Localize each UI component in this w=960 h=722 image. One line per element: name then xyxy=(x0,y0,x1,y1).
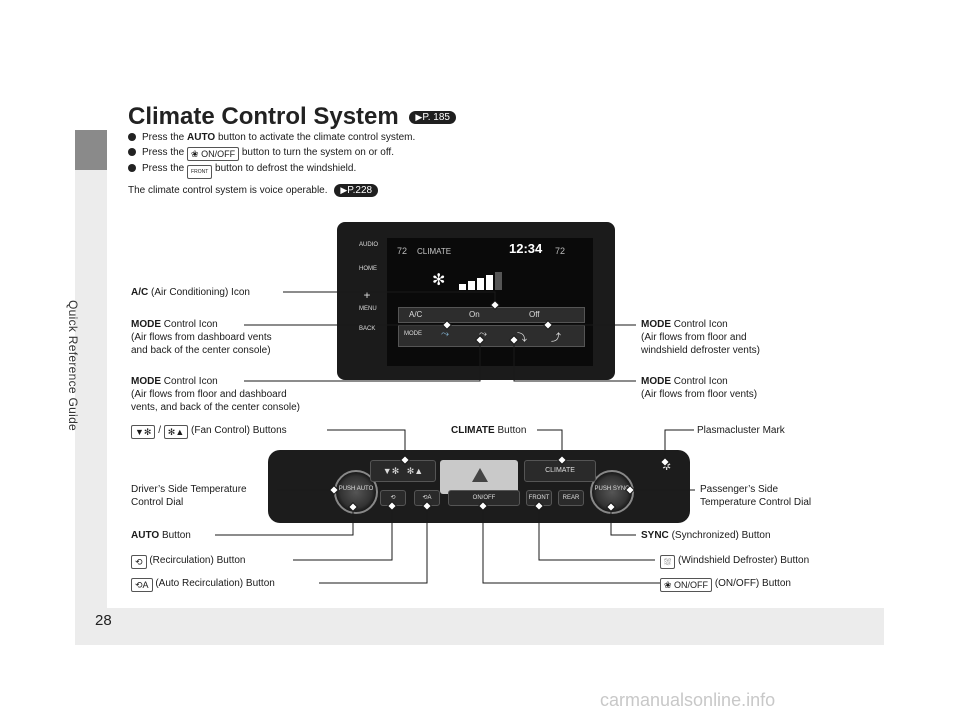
menu-nav-icon: MENU xyxy=(359,306,377,312)
ac-off-button[interactable]: Off xyxy=(529,310,540,319)
hazard-button[interactable] xyxy=(440,460,518,494)
bullet-text: Press the xyxy=(142,147,185,158)
list-item: Press the AUTO button to activate the cl… xyxy=(128,130,415,145)
climate-touchscreen: AUDIO HOME + MENU BACK 72 CLIMATE 12:34 … xyxy=(337,222,615,380)
mode-dash-label: MODE Control Icon(Air flows from dashboa… xyxy=(131,319,272,356)
bullet-icon xyxy=(128,133,136,141)
home-nav-icon: HOME xyxy=(359,266,377,272)
bullet-icon xyxy=(128,148,136,156)
temp-right: 72 xyxy=(555,246,566,256)
page-ref-label: P. 185 xyxy=(422,112,450,124)
onoff-icon: ❀ ON/OFF xyxy=(660,578,713,592)
climate-button-label: CLIMATE Button xyxy=(451,425,527,436)
ac-label: A/C xyxy=(409,310,423,319)
voice-note-text: The climate control system is voice oper… xyxy=(128,185,328,197)
plasmacluster-label: Plasmacluster Mark xyxy=(697,425,785,436)
screen-title: CLIMATE xyxy=(417,247,452,256)
bullet-text: Press the xyxy=(142,163,185,174)
onoff-key-icon: ❀ ON/OFF xyxy=(187,147,240,161)
fan-level-bar xyxy=(495,272,502,290)
instructions-list: Press the AUTO button to activate the cl… xyxy=(128,130,415,179)
front-defrost-key-icon: FRONT xyxy=(187,165,213,179)
fan-level-bar xyxy=(477,278,484,290)
plasmacluster-icon: ✲ xyxy=(662,461,672,473)
sync-button-label: SYNC (Synchronized) Button xyxy=(641,530,771,541)
rear-defroster-button[interactable]: REAR xyxy=(558,490,584,506)
bullet-text: button to activate the climate control s… xyxy=(217,132,416,143)
ac-on-button[interactable]: On xyxy=(469,310,480,319)
mode-floor-label: MODE Control Icon(Air flows from floor v… xyxy=(641,376,758,400)
clock: 12:34 xyxy=(509,241,543,256)
bullet-text: button to defrost the windshield. xyxy=(215,163,357,174)
mode-dash-icon[interactable]: ⤳ xyxy=(441,329,449,340)
bullet-icon xyxy=(128,164,136,172)
hazard-icon xyxy=(472,468,488,482)
page-number: 28 xyxy=(95,612,112,629)
audio-nav-icon: AUDIO xyxy=(359,242,379,248)
ac-icon-label: A/C (Air Conditioning) Icon xyxy=(131,287,250,298)
page-title-text: Climate Control System xyxy=(128,103,399,130)
recirculation-button[interactable]: ⟲ xyxy=(380,490,406,506)
page-ref-badge[interactable]: ▶P. 185 xyxy=(409,111,456,125)
fan-level-bar xyxy=(459,284,466,290)
watermark: carmanualsonline.info xyxy=(600,690,776,710)
mode-selector[interactable]: MODE ⤳ ⤳ ⤵ ⤴ xyxy=(398,325,585,347)
auto-key: AUTO xyxy=(187,132,216,143)
fan-level-bar xyxy=(468,281,475,290)
bullet-text: Press the xyxy=(142,132,185,143)
ac-toggle[interactable]: A/C On Off xyxy=(398,307,585,323)
push-auto-label: PUSH AUTO xyxy=(338,486,374,492)
fan-control-label: ▼✻ / ✻▲ (Fan Control) Buttons xyxy=(131,424,287,439)
onoff-label: ❀ ON/OFF (ON/OFF) Button xyxy=(660,577,791,592)
list-item: Press the FRONT button to defrost the wi… xyxy=(128,161,415,179)
mode-floor-defrost-icon[interactable]: ⤴ xyxy=(551,333,561,344)
recirculation-label: ⟲ (Recirculation) Button xyxy=(131,554,245,569)
defroster-icon: ⛆ xyxy=(660,555,676,569)
mode-floor-icon[interactable]: ⤵ xyxy=(517,333,527,344)
recirculation-icon: ⟲ xyxy=(131,555,147,569)
mode-label: MODE xyxy=(404,331,422,337)
plus-icon: + xyxy=(363,288,371,302)
auto-button-label: AUTO Button xyxy=(131,530,191,541)
list-item: Press the ❀ ON/OFF button to turn the sy… xyxy=(128,145,415,161)
page-title: Climate Control System ▶P. 185 xyxy=(128,103,456,131)
back-nav-icon: BACK xyxy=(359,326,376,332)
voice-ref-badge[interactable]: ▶P.228 xyxy=(334,184,379,197)
mode-floor-defrost-label: MODE Control Icon(Air flows from floor a… xyxy=(641,319,760,356)
bullet-text: button to turn the system on or off. xyxy=(241,147,394,158)
auto-recirculation-label: ⟲A (Auto Recirculation) Button xyxy=(131,577,275,592)
auto-recirculation-icon: ⟲A xyxy=(131,578,153,592)
section-tab xyxy=(75,130,107,170)
voice-note: The climate control system is voice oper… xyxy=(128,184,379,197)
fan-level-bar xyxy=(486,275,493,290)
fan-down-icon: ▼✻ xyxy=(131,425,156,439)
voice-ref-label: P.228 xyxy=(347,185,373,196)
fan-up-icon: ✻▲ xyxy=(163,425,189,439)
mode-floor-dash-icon[interactable]: ⤳ xyxy=(479,329,487,340)
defroster-label: ⛆ (Windshield Defroster) Button xyxy=(660,554,809,569)
fan-icon: ✻ xyxy=(432,272,446,289)
onoff-key-label: ON/OFF xyxy=(201,149,236,159)
temp-left: 72 xyxy=(397,246,408,256)
mode-floor-dash-label: MODE Control Icon(Air flows from floor a… xyxy=(131,376,300,413)
push-sync-label: PUSH SYNC xyxy=(594,486,630,492)
